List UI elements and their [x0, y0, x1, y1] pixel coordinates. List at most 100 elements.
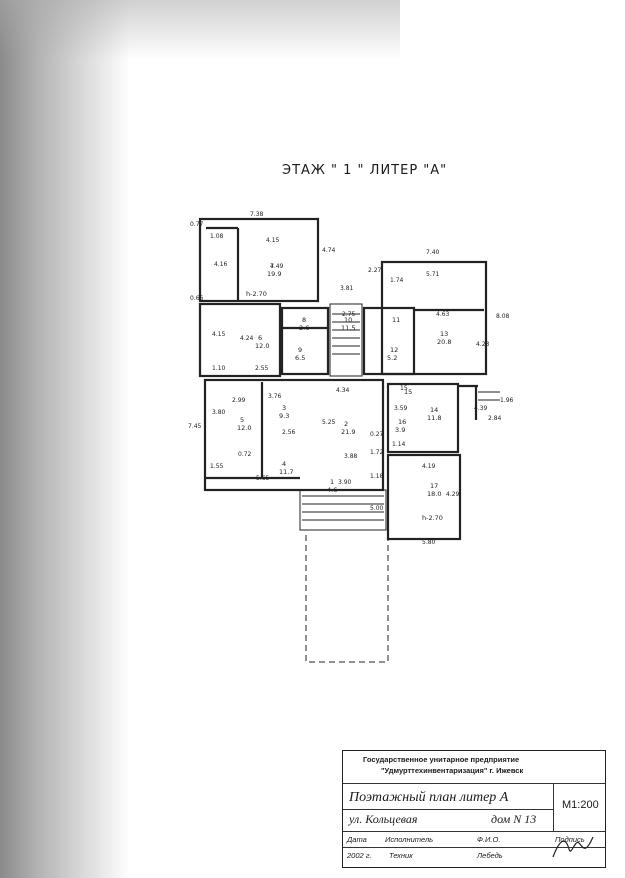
- room-area: 18.0: [427, 490, 441, 498]
- room-number: 9: [298, 346, 302, 354]
- dimension-label: 1.55: [210, 463, 224, 470]
- room-area: 11.8: [427, 414, 441, 422]
- dimension-label: 5.65: [256, 475, 270, 482]
- floor-title: ЭТАЖ " 1 " ЛИТЕР "А": [282, 163, 448, 178]
- signature: [552, 836, 594, 858]
- dimension-label: 5.00: [370, 505, 384, 512]
- room-number: 7: [270, 262, 274, 270]
- room-number: 6: [258, 334, 262, 342]
- dimension-label: 3.90: [338, 479, 352, 486]
- room-number: 8: [302, 316, 306, 324]
- room-area: 21.9: [341, 428, 355, 436]
- dimension-label: 1.96: [500, 397, 514, 404]
- room-area: 19.9: [267, 270, 281, 278]
- dimension-label: 7.38: [250, 211, 264, 218]
- dimension-label: 5.80: [422, 539, 436, 546]
- scan-shadow-top: [0, 0, 400, 60]
- divider: [343, 831, 605, 832]
- room-number: 11: [392, 316, 400, 324]
- dimension-label: 7.45: [188, 423, 202, 430]
- executor-value: Техник: [389, 851, 413, 860]
- dimension-label: 1.18: [370, 473, 384, 480]
- dimension-label: 3.59: [394, 405, 408, 412]
- room-number: 5: [240, 416, 244, 424]
- org-row: Государственное унитарное предприятие "У…: [343, 751, 605, 784]
- date-header: Дата: [347, 835, 367, 844]
- scan-shadow: [0, 0, 130, 878]
- org-name-line2: "Удмурттехинвентаризация" г. Ижевск: [381, 766, 524, 775]
- signature-header: Подпись: [555, 835, 585, 844]
- room-number: 2: [344, 420, 348, 428]
- room-area: 12.0: [255, 342, 269, 350]
- dimension-label: 4.24: [240, 335, 254, 342]
- dimension-label: 4.23: [476, 341, 490, 348]
- height-label: h-2.70: [246, 290, 267, 298]
- dimension-label: 4.74: [322, 247, 336, 254]
- room-area: 11.5: [341, 324, 355, 332]
- room-number: 10: [344, 316, 352, 324]
- dimension-label: 2.84: [488, 415, 502, 422]
- name-value: Лебедь: [477, 851, 503, 860]
- executor-header: Исполнитель: [385, 835, 434, 844]
- dimension-label: 4.49: [270, 263, 284, 270]
- dimension-label: 4.15: [266, 237, 280, 244]
- dimension-label: 4.63: [436, 311, 450, 318]
- name-header: Ф.И.О.: [477, 835, 501, 844]
- dimension-label: 3.80: [212, 409, 226, 416]
- dimension-label: 3.76: [268, 393, 282, 400]
- dimension-label: 1.74: [390, 277, 404, 284]
- org-name-line1: Государственное унитарное предприятие: [363, 755, 520, 764]
- room-area: 3.9: [395, 426, 405, 434]
- dimension-label: 5.25: [322, 419, 336, 426]
- dimension-label: 0.77: [190, 221, 204, 228]
- room-number: 14: [430, 406, 438, 414]
- room-number: 15: [404, 388, 412, 396]
- scale-label: М1:200: [562, 799, 599, 811]
- plan-name: Поэтажный план литер А: [349, 790, 509, 805]
- dimension-label: 0.66: [190, 295, 204, 302]
- stair-lines: [302, 313, 500, 521]
- dimension-label: 4.15: [212, 331, 226, 338]
- divider: [343, 847, 605, 848]
- room-labels: 719.9612.082.696.51011.511125.21320.8512…: [237, 262, 451, 498]
- room-number: 1: [330, 478, 334, 486]
- dimension-label: 0.27: [370, 431, 384, 438]
- dimension-label: 1.14: [392, 441, 406, 448]
- dimension-label: 2.27: [368, 267, 382, 274]
- dimension-label: 4.39: [474, 405, 488, 412]
- dimension-label: 2.55: [255, 365, 269, 372]
- dimension-label: 1.72: [370, 449, 384, 456]
- room-area: 20.8: [437, 338, 451, 346]
- dimension-label: 3.81: [340, 285, 354, 292]
- dimension-label: 2.75: [342, 311, 356, 318]
- room-area: 6.5: [295, 354, 305, 362]
- house-label: дом N 13: [491, 812, 537, 826]
- dimension-label: 15: [400, 385, 408, 392]
- room-number: 4: [282, 460, 286, 468]
- date-value: 2002 г.: [347, 851, 372, 860]
- dimension-label: 4.29: [446, 491, 460, 498]
- room-number: 12: [390, 346, 398, 354]
- room-number: 3: [282, 404, 286, 412]
- dimension-label: 4.16: [214, 261, 228, 268]
- dimension-label: 2.99: [232, 397, 246, 404]
- dimension-label: 4.34: [336, 387, 350, 394]
- dimension-label: 4.19: [422, 463, 436, 470]
- plan-walls: [198, 217, 488, 541]
- room-area: 9.3: [279, 412, 289, 420]
- divider: [343, 809, 553, 810]
- room-area: 12.0: [237, 424, 251, 432]
- room-number: 16: [398, 418, 406, 426]
- room-number: 17: [430, 482, 438, 490]
- street-label: ул. Кольцевая: [349, 812, 418, 826]
- room-area: 2.6: [299, 324, 309, 332]
- divider: [553, 783, 554, 831]
- dimension-label: 5.71: [426, 271, 440, 278]
- ramp-outline: [305, 535, 389, 663]
- title-block: Государственное унитарное предприятие "У…: [342, 750, 606, 868]
- dimension-label: 1.10: [212, 365, 226, 372]
- dimension-label: 3.88: [344, 453, 358, 460]
- dimension-label: 7.40: [426, 249, 440, 256]
- dimension-label: 2.56: [282, 429, 296, 436]
